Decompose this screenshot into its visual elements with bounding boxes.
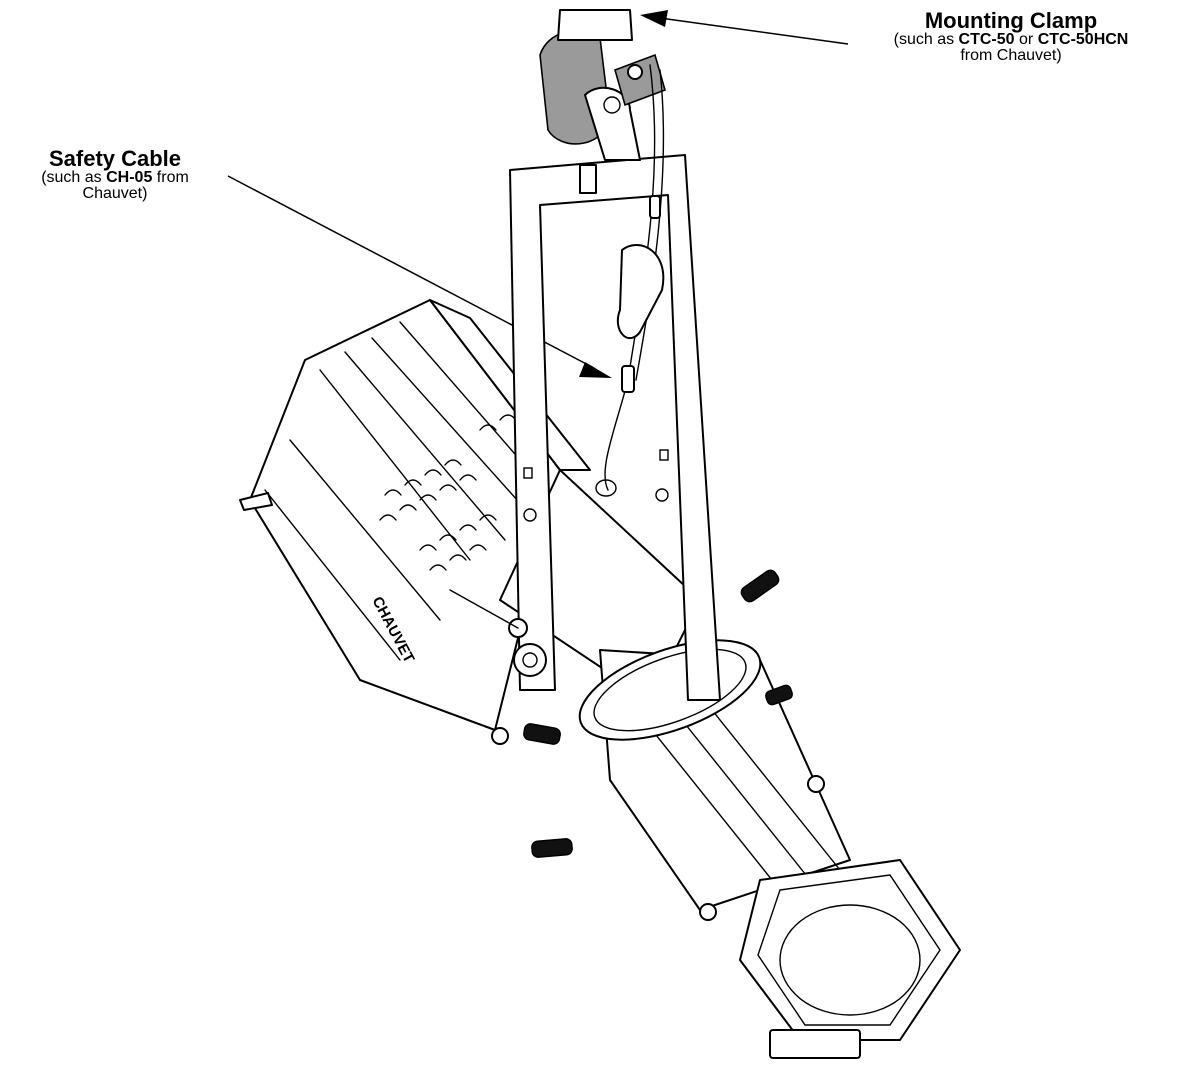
model-ctc-50hcn: CTC-50HCN bbox=[1037, 31, 1129, 48]
mounting-clamp-source: from Chauvet) bbox=[960, 47, 1062, 64]
safety-cable-prefix: (such as bbox=[41, 169, 107, 186]
mounting-clamp-callout: Mounting Clamp (such as CTC-50 or CTC-50… bbox=[842, 10, 1179, 64]
model-ch-05: CH-05 bbox=[106, 169, 153, 186]
mounting-clamp-leader-arrow bbox=[640, 10, 849, 45]
mounting-clamp-prefix: (such as bbox=[893, 31, 959, 48]
mounting-clamp bbox=[539, 9, 666, 194]
mounting-clamp-models: (such as CTC-50 or CTC-50HCN bbox=[842, 32, 1179, 48]
model-ctc-50: CTC-50 bbox=[958, 31, 1015, 48]
vent-slots bbox=[379, 414, 517, 571]
safety-cable-model: (such as CH-05 from bbox=[0, 170, 230, 186]
mounting-clamp-or: or bbox=[1014, 31, 1038, 48]
fixture-lens-barrel bbox=[499, 469, 961, 1059]
fixture-rear-housing: CHAUVET bbox=[239, 299, 591, 731]
safety-cable-source: Chauvet) bbox=[82, 185, 148, 202]
safety-cable-title: Safety Cable bbox=[48, 146, 182, 171]
safety-cable bbox=[595, 64, 665, 497]
mounting-clamp-title: Mounting Clamp bbox=[924, 8, 1098, 33]
safety-cable-from: from bbox=[152, 169, 189, 186]
safety-cable-callout: Safety Cable (such as CH-05 from Chauvet… bbox=[0, 148, 230, 202]
yoke bbox=[449, 154, 721, 701]
